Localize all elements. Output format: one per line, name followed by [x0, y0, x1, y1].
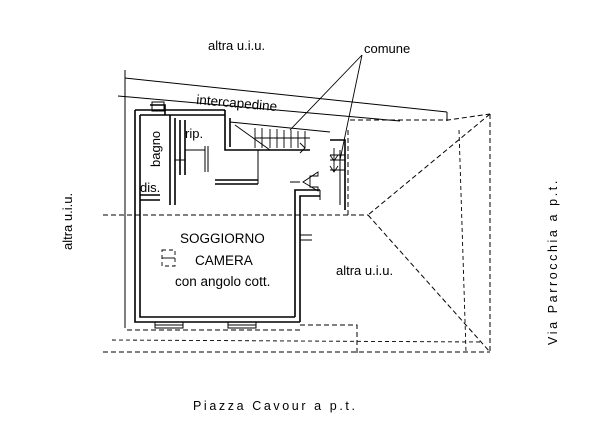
apartment-walls	[134, 109, 346, 323]
label-dis: dis.	[140, 180, 160, 195]
upper-boundary	[117, 70, 448, 328]
comune-leaders	[289, 54, 363, 161]
label-altra-uiu-right: altra u.i.u.	[336, 263, 393, 278]
label-camera: CAMERA	[195, 253, 253, 268]
label-soggiorno: SOGGIORNO	[180, 231, 265, 246]
label-via-parrocchia: Via Parrocchia a p.t.	[546, 178, 560, 345]
level-arrows	[329, 148, 339, 173]
label-rip: rip.	[185, 126, 203, 141]
label-bagno: bagno	[148, 131, 163, 167]
entrance-arrow	[290, 171, 319, 192]
cooking-corner-mark	[161, 249, 176, 267]
label-altra-uiu-left: altra u.i.u.	[60, 193, 75, 250]
interior-partitions	[140, 101, 259, 205]
label-piazza-cavour: Piazza Cavour a p.t.	[193, 399, 358, 413]
staircase	[234, 124, 310, 154]
label-comune: comune	[364, 41, 410, 56]
adjacent-unit-boundaries	[103, 113, 491, 355]
label-altra-uiu-top: altra u.i.u.	[208, 38, 265, 53]
label-intercapedine: intercapedine	[196, 92, 278, 114]
label-angolo-cottura: con angolo cott.	[175, 274, 270, 289]
windows	[154, 321, 257, 329]
